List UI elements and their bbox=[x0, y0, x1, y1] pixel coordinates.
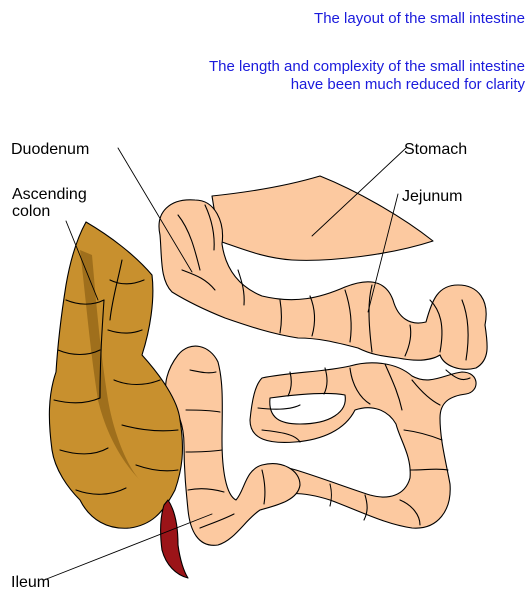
label-ascending-colon: Ascending colon bbox=[12, 186, 87, 220]
label-duodenum: Duodenum bbox=[11, 141, 89, 158]
label-ascending-colon-line-2: colon bbox=[12, 203, 87, 220]
stomach-shape bbox=[212, 176, 433, 260]
appendix-shape bbox=[161, 500, 188, 578]
label-ascending-colon-line-1: Ascending bbox=[12, 186, 87, 203]
label-jejunum: Jejunum bbox=[402, 188, 462, 205]
label-ileum: Ileum bbox=[11, 574, 50, 591]
label-stomach: Stomach bbox=[404, 141, 467, 158]
